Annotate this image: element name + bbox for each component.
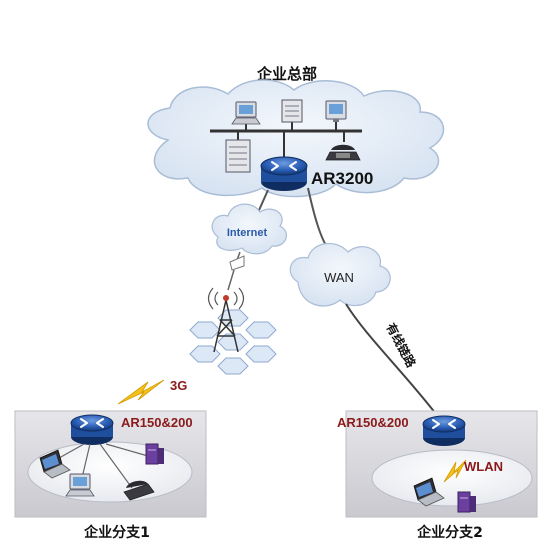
- headquarters-cloud: [147, 79, 445, 198]
- wireless-3g-lightning-icon: [117, 379, 165, 405]
- hq-terminal-icon: [325, 100, 347, 122]
- cell-coverage-hexes: [189, 309, 277, 375]
- branch1-router-label: AR150&200: [121, 415, 193, 430]
- hq-phone-icon: [325, 144, 361, 161]
- hq-server-icon: [281, 99, 303, 123]
- link-jack-icon: [229, 255, 245, 271]
- branch2-cloud: [371, 449, 533, 507]
- hq-pc-icon: [231, 101, 261, 125]
- wan-label: WAN: [324, 270, 354, 285]
- branch1-links: [51, 443, 149, 489]
- internet-label: Internet: [227, 227, 268, 239]
- wan-cloud: [289, 242, 391, 307]
- branch2-laptop-icon: [413, 477, 445, 507]
- wireless-3g-label: 3G: [170, 378, 187, 393]
- internet-cloud: [211, 203, 288, 255]
- wlan-label: WLAN: [464, 459, 503, 474]
- branch2-router-label: AR150&200: [337, 415, 409, 430]
- headquarters-title: 企业总部: [256, 65, 317, 83]
- branch2-router-icon: [422, 415, 466, 446]
- branch1-laptop-icon: [39, 449, 71, 479]
- branch2-server-icon: [457, 491, 476, 513]
- branch1-router-icon: [70, 414, 114, 445]
- ar3200-router-icon: [260, 156, 308, 191]
- hq-server-rack-icon: [225, 139, 251, 173]
- branch2-title: 企业分支2: [416, 524, 483, 541]
- wlan-lightning-icon: [443, 459, 467, 483]
- branch1-pc-icon: [65, 473, 95, 497]
- branch1-server-icon: [145, 443, 164, 465]
- link-hq-wan: [307, 187, 331, 253]
- branch1-title: 企业分支1: [83, 524, 150, 541]
- branch1-phone-icon: [123, 480, 155, 501]
- ar3200-label: AR3200: [311, 169, 373, 188]
- link-wan-branch2: [345, 303, 437, 415]
- wired-link-label: 有线链路: [383, 320, 419, 370]
- cell-tower-icon: [207, 287, 245, 353]
